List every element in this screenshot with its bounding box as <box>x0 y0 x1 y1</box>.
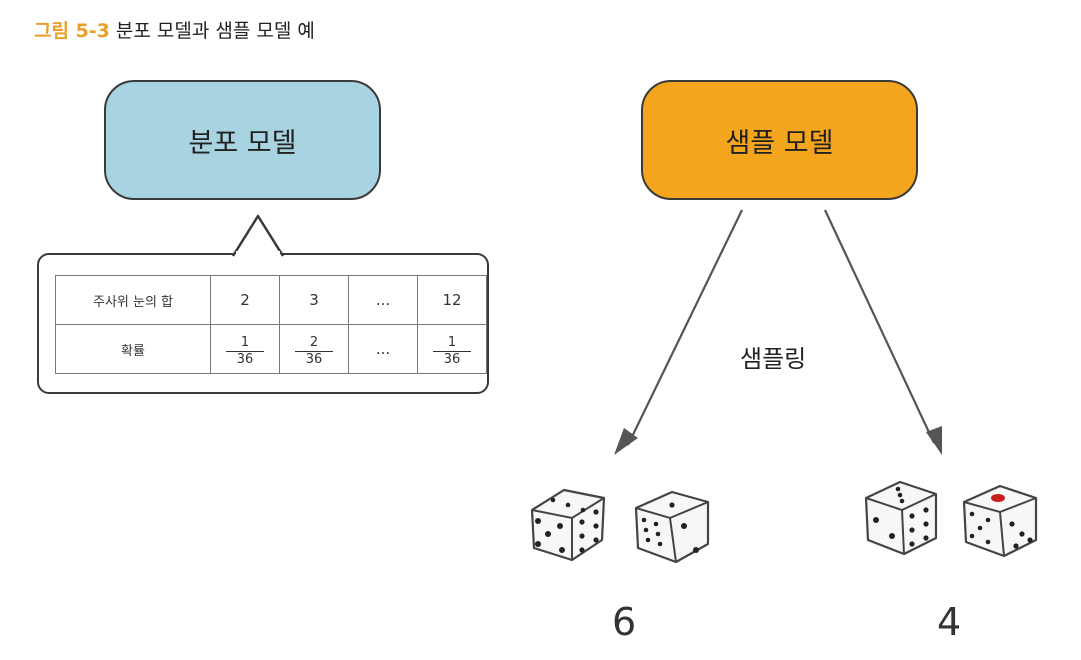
probability-cell: 1 36 <box>210 324 280 374</box>
dice-icon <box>864 480 938 556</box>
result-left: 6 <box>612 600 637 644</box>
arrowhead-left <box>614 428 638 455</box>
figure-title: 분포 모델과 샘플 모델 예 <box>115 20 315 42</box>
probability-callout: 주사위 눈의 합 2 3 ... 12 확률 1 36 2 36 <box>37 253 489 394</box>
dice-icon <box>634 490 710 564</box>
numerator: 2 <box>309 334 319 350</box>
callout-tail <box>231 214 285 257</box>
sampling-arrow-right <box>824 209 935 444</box>
probability-cell: ... <box>348 324 418 374</box>
probability-table: 주사위 눈의 합 2 3 ... 12 확률 1 36 2 36 <box>55 275 487 374</box>
sample-model-box: 샘플 모델 <box>641 80 918 200</box>
sum-row: 주사위 눈의 합 2 3 ... 12 <box>55 275 487 325</box>
probability-cell: 1 36 <box>417 324 487 374</box>
sampling-label: 샘플링 <box>740 345 807 373</box>
distribution-model-label: 분포 모델 <box>188 127 297 159</box>
denominator: 36 <box>443 351 461 367</box>
sampling-arrow-left <box>627 209 743 446</box>
fraction: 1 36 <box>226 336 264 366</box>
fraction-bar <box>226 350 264 352</box>
probability-row: 확률 1 36 2 36 ... 1 36 <box>55 324 487 374</box>
numerator: 1 <box>447 334 457 350</box>
denominator: 36 <box>305 351 323 367</box>
result-right: 4 <box>937 600 962 644</box>
dice-icon <box>962 484 1038 558</box>
probability-row-header: 확률 <box>55 324 211 374</box>
dice-icon <box>530 488 606 562</box>
figure-number: 그림 5-3 <box>34 20 110 42</box>
sample-model-label: 샘플 모델 <box>725 127 834 159</box>
probability-cell: 2 36 <box>279 324 349 374</box>
sum-cell: ... <box>348 275 418 325</box>
distribution-model-box: 분포 모델 <box>104 80 381 200</box>
denominator: 36 <box>236 351 254 367</box>
fraction: 1 36 <box>433 336 471 366</box>
sum-cell: 12 <box>417 275 487 325</box>
fraction-bar <box>295 350 333 352</box>
arrowhead-right <box>926 426 942 455</box>
fraction-bar <box>433 350 471 352</box>
numerator: 1 <box>240 334 250 350</box>
fraction: 2 36 <box>295 336 333 366</box>
